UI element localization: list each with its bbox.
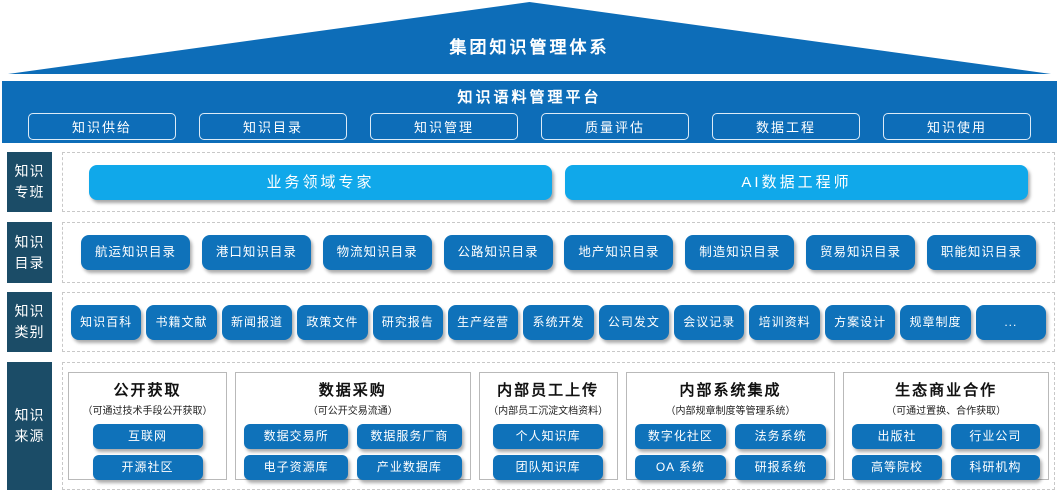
source-button-personal-knowledge-base[interactable]: 个人知识库 [493,424,604,449]
row-label-knowledge-category: 知识 类别 [7,292,52,352]
source-button-publisher[interactable]: 出版社 [852,424,942,449]
row-label-line: 知识 [14,407,45,423]
catalog-button-trade[interactable]: 贸易知识目录 [806,235,916,270]
platform-button-row: 知识供给 知识目录 知识管理 质量评估 数据工程 知识使用 [2,113,1057,140]
source-group-items: 数字化社区 法务系统 OA 系统 研报系统 [634,424,827,480]
source-group-employee-upload: 内部员工上传 （内部员工沉淀文档资料） 个人知识库 团队知识库 [478,372,618,480]
knowledge-source-panel: 公开获取 （可通过技术手段公开获取） 互联网 开源社区 数据采购 （可公开交易流… [62,362,1055,490]
source-group-subtitle: （内部员工沉淀文档资料） [488,406,609,417]
category-button-system-development[interactable]: 系统开发 [523,304,594,340]
source-group-items: 互联网 开源社区 [77,424,218,480]
catalog-button-real-estate[interactable]: 地产知识目录 [564,235,674,270]
source-group-title: 公开获取 [113,382,182,399]
category-button-research-reports[interactable]: 研究报告 [372,304,443,340]
source-group-title: 生态商业合作 [895,382,998,399]
category-button-solution-design[interactable]: 方案设计 [824,304,896,340]
row-label-line: 来源 [14,428,45,444]
catalog-button-shipping[interactable]: 航运知识目录 [81,235,190,270]
source-group-items: 出版社 行业公司 高等院校 科研机构 [852,424,1040,480]
platform-tab-knowledge-catalog[interactable]: 知识目录 [199,113,347,140]
source-group-subtitle: （内部规章制度等管理系统） [665,406,796,417]
platform-tab-knowledge-supply[interactable]: 知识供给 [28,113,176,140]
source-button-industry-company[interactable]: 行业公司 [950,424,1040,449]
source-group-items: 数据交易所 数据服务厂商 电子资源库 产业数据库 [244,424,462,480]
team-button-business-domain-experts[interactable]: 业务领域专家 [89,164,552,200]
source-button-e-resource-library[interactable]: 电子资源库 [244,455,349,480]
catalog-button-functional[interactable]: 职能知识目录 [926,235,1036,270]
knowledge-team-panel: 业务领域专家 AI数据工程师 [62,152,1055,212]
source-button-research-report-system[interactable]: 研报系统 [734,455,827,480]
row-label-line: 知识 [14,233,45,250]
category-button-more[interactable]: ... [975,304,1047,340]
source-button-team-knowledge-base[interactable]: 团队知识库 [493,455,604,480]
platform-tab-knowledge-management[interactable]: 知识管理 [370,113,518,140]
platform-tab-quality-assessment[interactable]: 质量评估 [541,113,689,140]
platform-tab-data-engineering[interactable]: 数据工程 [712,113,860,140]
category-button-books-literature[interactable]: 书籍文献 [146,304,217,340]
category-button-news-reports[interactable]: 新闻报道 [221,304,293,340]
category-button-policy-documents[interactable]: 政策文件 [297,304,368,340]
source-button-university[interactable]: 高等院校 [852,455,942,480]
source-group-public-acquisition: 公开获取 （可通过技术手段公开获取） 互联网 开源社区 [68,372,228,480]
source-group-data-purchase: 数据采购 （可公开交易流通） 数据交易所 数据服务厂商 电子资源库 产业数据库 [235,372,471,480]
category-button-regulations[interactable]: 规章制度 [900,304,971,340]
category-button-training-materials[interactable]: 培训资料 [749,304,820,340]
source-group-subtitle: （可通过置换、合作获取） [886,406,1007,417]
source-button-internet[interactable]: 互联网 [92,424,203,449]
source-button-data-service-vendor[interactable]: 数据服务厂商 [357,424,462,449]
row-label-knowledge-team: 知识 专班 [7,152,52,212]
category-button-meeting-minutes[interactable]: 会议记录 [674,304,745,340]
row-label-knowledge-catalog: 知识 目录 [7,222,52,283]
team-button-ai-data-engineer[interactable]: AI数据工程师 [565,164,1028,200]
source-group-subtitle: （可通过技术手段公开获取） [82,406,213,417]
row-label-line: 专班 [14,184,45,200]
category-button-encyclopedia[interactable]: 知识百科 [70,304,142,340]
diagram-title: 集团知识管理体系 [449,38,610,57]
source-group-items: 个人知识库 团队知识库 [488,424,609,480]
row-label-line: 目录 [14,254,45,271]
row-label-line: 知识 [14,163,45,179]
platform-title: 知识语料管理平台 [457,89,602,106]
row-label-knowledge-source: 知识 来源 [7,362,52,490]
source-button-research-institute[interactable]: 科研机构 [950,455,1040,480]
row-label-line: 类别 [14,324,45,340]
source-button-data-exchange[interactable]: 数据交易所 [244,424,349,449]
source-button-oa-system[interactable]: OA 系统 [634,455,726,480]
knowledge-catalog-panel: 航运知识目录 港口知识目录 物流知识目录 公路知识目录 地产知识目录 制造知识目… [62,222,1055,283]
knowledge-category-panel: 知识百科 书籍文献 新闻报道 政策文件 研究报告 生产经营 系统开发 公司发文 … [62,292,1055,352]
source-button-industry-database[interactable]: 产业数据库 [357,455,462,480]
catalog-button-highway[interactable]: 公路知识目录 [443,235,553,270]
source-button-digital-community[interactable]: 数字化社区 [634,424,726,449]
source-group-ecosystem-cooperation: 生态商业合作 （可通过置换、合作获取） 出版社 行业公司 高等院校 科研机构 [843,372,1049,480]
category-button-production-operation[interactable]: 生产经营 [447,304,519,340]
platform-banner: 知识语料管理平台 知识供给 知识目录 知识管理 质量评估 数据工程 知识使用 [2,81,1057,143]
source-group-internal-system-integration: 内部系统集成 （内部规章制度等管理系统） 数字化社区 法务系统 OA 系统 研报… [625,372,836,480]
catalog-button-manufacturing[interactable]: 制造知识目录 [685,235,795,270]
source-group-title: 内部系统集成 [679,382,782,399]
source-group-subtitle: （可公开交易流通） [307,406,398,417]
source-group-title: 数据采购 [318,382,387,399]
source-group-title: 内部员工上传 [497,382,600,399]
row-label-line: 知识 [14,303,45,319]
source-button-legal-system[interactable]: 法务系统 [734,424,827,449]
catalog-button-logistics[interactable]: 物流知识目录 [322,235,432,270]
source-button-open-source-community[interactable]: 开源社区 [92,455,203,480]
catalog-button-port[interactable]: 港口知识目录 [201,235,311,270]
platform-tab-knowledge-usage[interactable]: 知识使用 [883,113,1031,140]
category-button-company-documents[interactable]: 公司发文 [598,304,670,340]
